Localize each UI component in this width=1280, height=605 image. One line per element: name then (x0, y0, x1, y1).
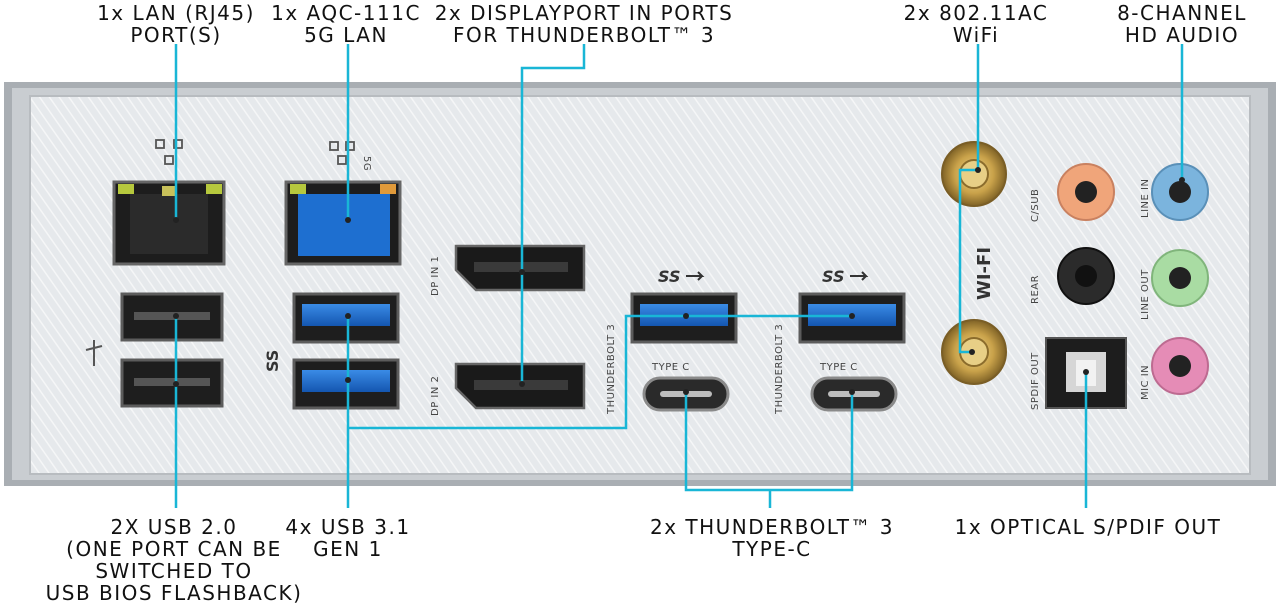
usb2-port-top (120, 292, 224, 342)
superspeed-icon-b: SS (822, 267, 844, 286)
leader-dot-optical (1083, 369, 1089, 375)
leader-lines (173, 44, 1185, 508)
callout-usb31-line-2: GEN 1 (313, 537, 383, 561)
callout-usb31-line-1: 4x USB 3.1 (285, 515, 411, 539)
callout-usb20: 2X USB 2.0 (ONE PORT CAN BE SWITCHED TO … (46, 516, 303, 604)
superspeed-icon-left: SS (263, 350, 282, 372)
callout-usb20-line-1: 2X USB 2.0 (110, 515, 238, 539)
audio-jack-line-out (1151, 249, 1209, 307)
superspeed-arrow-a (686, 271, 705, 281)
audio-jack-mic-in (1151, 337, 1209, 395)
callout-usb20-line-4: USB BIOS FLASHBACK) (45, 581, 303, 605)
mic-in-label: MIC IN (1140, 365, 1151, 400)
callout-wifi-line-1: 2x 802.11AC (903, 1, 1049, 25)
leader-dot-audio (1179, 177, 1185, 183)
leader-displayport (520, 44, 586, 384)
leader-dot-usb31-3 (683, 313, 689, 319)
callout-lan-line-2: PORT(S) (130, 23, 222, 47)
spdif-out-label: SPDIF OUT (1030, 352, 1041, 410)
callout-audio: 8-CHANNEL HD AUDIO (1117, 2, 1247, 46)
callout-optical-line-1: 1x OPTICAL S/PDIF OUT (954, 515, 1222, 539)
lan-5g-icon (329, 141, 355, 165)
audio-jack-c-sub (1057, 163, 1115, 221)
thunderbolt3-label-a: THUNDERBOLT 3 (606, 324, 617, 415)
leader-dot-dp1 (519, 269, 525, 275)
thunderbolt3-label-b: THUNDERBOLT 3 (774, 324, 785, 415)
callout-optical: 1x OPTICAL S/PDIF OUT (955, 516, 1222, 538)
wifi-label: WI-FI (974, 247, 995, 300)
callout-displayport-line-1: 2x DISPLAYPORT IN PORTS (434, 1, 734, 25)
superspeed-icon-a: SS (658, 267, 680, 286)
callout-wifi: 2x 802.11AC WiFi (904, 2, 1049, 46)
c-sub-label: C/SUB (1030, 189, 1041, 222)
usb2-port-bottom (120, 358, 224, 408)
rear-label: REAR (1030, 275, 1041, 304)
leader-dot-dp2 (519, 381, 525, 387)
usb31-port-2 (292, 358, 400, 410)
leader-dot-usb31-4 (849, 313, 855, 319)
usb-icon (85, 340, 103, 366)
leader-wifi (958, 44, 980, 354)
leader-dot-usb20-top (173, 313, 179, 319)
callout-thunderbolt-line-2: TYPE-C (732, 537, 812, 561)
callout-audio-line-1: 8-CHANNEL (1117, 1, 1247, 25)
leader-dot-tb-b (849, 389, 855, 395)
callout-displayport-line-2: FOR THUNDERBOLT™ 3 (452, 23, 716, 47)
line-out-label: LINE OUT (1140, 269, 1151, 320)
leader-dot-tb-a (683, 389, 689, 395)
callout-lan-line-1: 1x LAN (RJ45) (97, 1, 255, 25)
callout-aqc: 1x AQC-111C 5G LAN (271, 2, 421, 46)
leader-dot-usb20-bottom (173, 381, 179, 387)
type-c-label-a: TYPE C (651, 362, 690, 373)
leader-dot-usb31-2 (345, 377, 351, 383)
callout-usb31: 4x USB 3.1 GEN 1 (285, 516, 410, 560)
callout-thunderbolt-line-1: 2x THUNDERBOLT™ 3 (649, 515, 895, 539)
superspeed-arrow-b (850, 271, 869, 281)
callout-aqc-line-1: 1x AQC-111C (271, 1, 421, 25)
audio-jack-line-in (1151, 163, 1209, 221)
leader-dot-usb31-1 (345, 313, 351, 319)
callout-displayport: 2x DISPLAYPORT IN PORTS FOR THUNDERBOLT™… (435, 2, 734, 46)
line-in-label: LINE IN (1140, 179, 1151, 218)
leader-dot-aqc (345, 217, 351, 223)
callout-audio-line-2: HD AUDIO (1124, 23, 1240, 47)
callout-lan: 1x LAN (RJ45) PORT(S) (97, 2, 255, 46)
leader-usb31 (346, 314, 852, 508)
leader-thunderbolt (684, 392, 854, 508)
leader-dot-wifi-bottom (969, 349, 975, 355)
displayport-in-1 (454, 244, 586, 292)
leader-dot-lan (173, 217, 179, 223)
callout-usb20-line-3: SWITCHED TO (95, 559, 253, 583)
lan-5g-label: 5G (361, 156, 372, 171)
dp-in-2-label: DP IN 2 (430, 376, 441, 416)
dp-in-1-label: DP IN 1 (430, 256, 441, 296)
aqc-5g-lan-port (284, 180, 402, 266)
callout-usb20-line-2: (ONE PORT CAN BE (66, 537, 282, 561)
callout-aqc-line-2: 5G LAN (304, 23, 388, 47)
callout-thunderbolt: 2x THUNDERBOLT™ 3 TYPE-C (650, 516, 894, 560)
type-c-label-b: TYPE C (819, 362, 858, 373)
callout-wifi-line-2: WiFi (952, 23, 1000, 47)
wifi-antenna-connector-top (941, 141, 1007, 207)
leader-dot-wifi-top (975, 167, 981, 173)
audio-jack-rear (1057, 247, 1115, 305)
lan-port (112, 180, 226, 266)
lan-icon (155, 139, 183, 165)
